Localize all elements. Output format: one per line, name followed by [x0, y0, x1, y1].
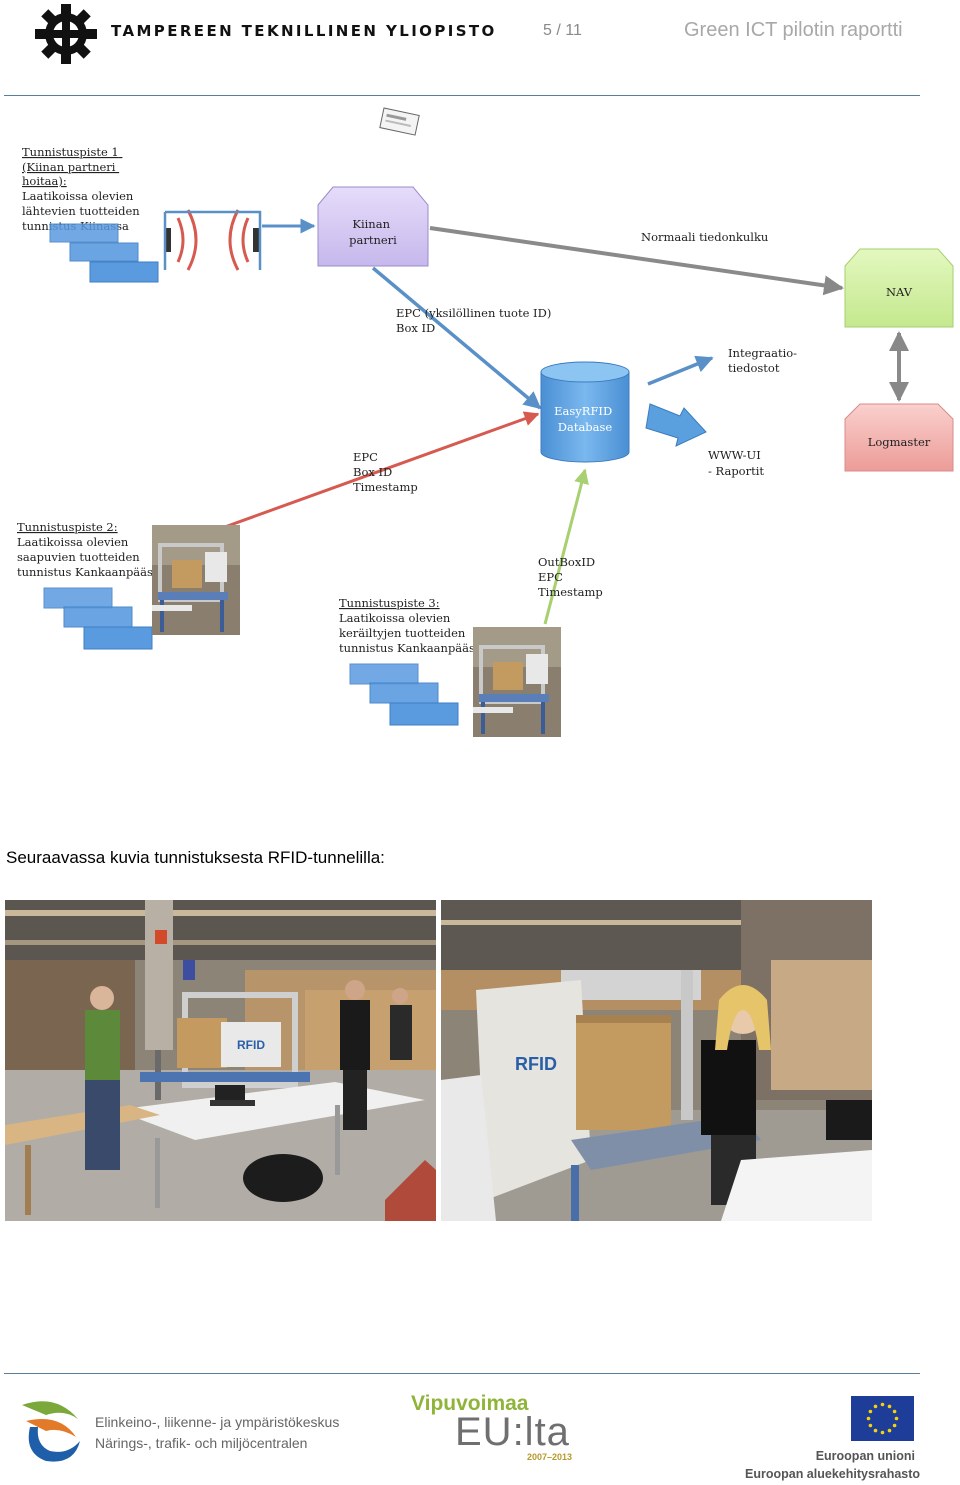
rfid-wave-icon — [176, 209, 250, 271]
tunnel-rfid-label: RFID — [237, 1038, 265, 1052]
station3-boxes — [349, 663, 459, 726]
station2-boxes — [43, 587, 153, 650]
station3-photo — [473, 627, 561, 737]
logmaster-label: Logmaster — [868, 435, 931, 449]
eu-star-icon — [873, 1404, 878, 1409]
database-label: EasyRFID Database — [554, 404, 616, 434]
eu-star-icon — [868, 1423, 873, 1428]
gear-icon — [35, 4, 97, 64]
vipuvoimaa-subtitle: EU:lta — [455, 1410, 570, 1454]
station2-description: Laatikoissa olevien saapuvien tuotteiden… — [17, 535, 166, 579]
outbox-label: OutBoxID EPC Timestamp — [538, 555, 603, 599]
china-partner-node: Kiinan partneri — [317, 186, 429, 267]
rfid-reader-icon — [379, 107, 420, 136]
station3-description: Laatikoissa olevien keräiltyjen tuotteid… — [339, 611, 488, 655]
eu-star-icon — [892, 1423, 897, 1428]
university-name: TAMPEREEN TEKNILLINEN YLIOPISTO — [111, 22, 497, 40]
logmaster-node: Logmaster — [844, 403, 954, 472]
eu-star-icon — [880, 1402, 885, 1407]
station1-boxes — [49, 223, 159, 283]
arrow-station3-to-db — [543, 468, 589, 625]
header-rule — [4, 95, 920, 96]
eu-star-icon — [868, 1409, 873, 1414]
eu-star-icon — [880, 1430, 885, 1435]
arrow-db-to-integration — [647, 355, 714, 386]
page-number: 5 / 11 — [543, 22, 582, 39]
ely-centre-name: Elinkeino-, liikenne- ja ympäristökeskus… — [95, 1412, 339, 1454]
diagram-canvas: Tunnistuspiste 1 (Kiinan partneri hoitaa… — [17, 107, 954, 737]
arrow-station2-to-db — [221, 411, 540, 530]
eu-star-icon — [894, 1416, 899, 1421]
ely-logo-icon — [22, 1401, 80, 1462]
ely-logo — [16, 1397, 84, 1469]
eu-star-icon — [887, 1404, 892, 1409]
nav-node: NAV — [844, 248, 954, 328]
ely-name-fi: Elinkeino-, liikenne- ja ympäristökeskus — [95, 1414, 340, 1430]
www-ui-label: WWW-UI - Raportit — [708, 448, 764, 478]
tunnel-rfid-label: RFID — [515, 1054, 557, 1074]
epc-box-timestamp-label: EPC Box ID Timestamp — [353, 450, 418, 494]
station2-photo — [152, 525, 240, 635]
integration-files-label: Integraatio- tiedostot — [728, 346, 801, 375]
vipuvoimaa-title: Vipuvoimaa — [411, 1392, 529, 1415]
antenna-left-icon — [165, 228, 171, 252]
eu-fund-text: Euroopan unioni Euroopan aluekehitysraha… — [745, 1447, 921, 1483]
station3-title: Tunnistuspiste 3: — [339, 596, 440, 610]
eu-star-icon — [866, 1416, 871, 1421]
antenna-right-icon — [253, 228, 259, 252]
eu-fund-label: Euroopan aluekehitysrahasto — [745, 1467, 921, 1481]
station2-title: Tunnistuspiste 2: — [17, 520, 118, 534]
eu-flag — [851, 1396, 914, 1445]
eu-flag-icon — [851, 1396, 914, 1441]
document-title: Green ICT pilotin raportti — [684, 19, 903, 41]
easyrfid-database-node: EasyRFID Database — [540, 361, 630, 463]
eu-union-label: Euroopan unioni — [815, 1449, 915, 1463]
eu-star-icon — [887, 1428, 892, 1433]
epc-box-label: EPC (yksilöllinen tuote ID) Box ID — [396, 306, 555, 335]
rfid-tunnel-photo-left: RFID — [5, 900, 436, 1221]
vipuvoimaa-years: 2007–2013 — [527, 1452, 573, 1462]
china-partner-label: Kiinan partneri — [349, 217, 397, 247]
reader-frame — [165, 210, 262, 270]
university-gear-logo — [34, 3, 98, 65]
eu-star-icon — [873, 1428, 878, 1433]
normal-flow-label: Normaali tiedonkulku — [641, 230, 768, 244]
arrow-normal-flow — [429, 226, 844, 296]
nav-label: NAV — [886, 285, 913, 299]
rfid-tunnel-photo-right: RFID — [441, 900, 872, 1221]
eu-star-icon — [892, 1409, 897, 1414]
ely-name-sv: Närings-, trafik- och miljöcentralen — [95, 1435, 308, 1451]
arrow-db-to-www — [645, 403, 707, 447]
rfid-flow-diagram: Tunnistuspiste 1 (Kiinan partneri hoitaa… — [0, 100, 960, 750]
arrow-partner-to-db — [371, 266, 542, 410]
footer-rule — [4, 1373, 920, 1374]
station1-title: Tunnistuspiste 1 (Kiinan partneri hoitaa… — [22, 145, 122, 188]
photo-caption: Seuraavassa kuvia tunnistuksesta RFID-tu… — [6, 848, 385, 867]
